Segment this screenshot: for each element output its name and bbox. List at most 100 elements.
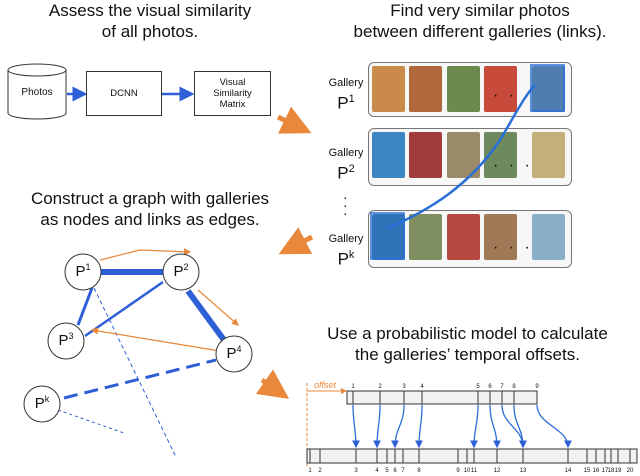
bottom-timeline-label: 14	[565, 468, 572, 474]
gallery-thumbnail[interactable]	[409, 66, 442, 112]
photos-label: Photos	[21, 87, 53, 98]
use-model-heading: Use a probabilistic model to calculate t…	[295, 323, 640, 365]
bottom-timeline-label: 19	[615, 468, 622, 474]
gallery-word: Gallery	[328, 233, 364, 245]
gallery-thumbnail[interactable]	[409, 214, 442, 260]
top-timeline-label: 3	[402, 384, 406, 390]
top-timeline-label: 9	[535, 384, 539, 390]
use-model-heading-line2: the galleries’ temporal offsets.	[355, 345, 580, 364]
flow-arrow-3	[255, 369, 290, 399]
graph-edge-p2-p3	[84, 280, 164, 338]
top-timeline-label: 4	[420, 384, 424, 390]
gallery-thumbnail[interactable]	[447, 66, 480, 112]
top-timeline-label: 7	[500, 384, 504, 390]
bottom-timeline-label: 12	[494, 468, 501, 474]
assess-heading: Assess the visual similarity of all phot…	[0, 0, 300, 42]
ellipsis: · · ·	[493, 157, 533, 174]
find-heading-line1: Find very similar photos	[390, 1, 570, 20]
offset-mapping-arrow	[513, 404, 527, 449]
matrix-label-line3: Matrix	[219, 99, 246, 110]
graph-node-p2-label: P2	[173, 262, 189, 280]
graph-edge-p1-p3	[76, 287, 94, 326]
dcnn-box: DCNN	[86, 71, 162, 116]
gallery-thumbnail[interactable]	[532, 132, 565, 178]
find-heading-line2: between different galleries (links).	[353, 22, 607, 41]
bottom-timeline-label: 20	[627, 468, 634, 474]
similarity-matrix-box: Visual Similarity Matrix	[194, 71, 271, 116]
gallery-label-pk: Gallery Pk	[324, 233, 368, 269]
flow-arrow-2	[278, 227, 314, 255]
offset-mapping-arrow	[536, 404, 572, 449]
reference-timeline-bar	[306, 448, 638, 464]
gallery-thumbnail-selected[interactable]	[372, 214, 405, 260]
top-timeline-label: 6	[488, 384, 492, 390]
gallery-name: P1	[337, 93, 355, 113]
graph-node-p4-label: P4	[226, 344, 242, 362]
bottom-timeline-label: 8	[417, 468, 421, 474]
graph-node-p3-label: P3	[58, 331, 74, 349]
construct-heading-line2: as nodes and links as edges.	[40, 210, 260, 229]
top-timeline-label: 8	[512, 384, 516, 390]
bottom-timeline-label: 18	[608, 468, 615, 474]
bottom-timeline-label: 6	[393, 468, 397, 474]
bottom-timeline-label: 7	[401, 468, 405, 474]
gallery-thumbnail[interactable]	[447, 214, 480, 260]
bottom-timeline-label: 16	[593, 468, 600, 474]
find-heading: Find very similar photos between differe…	[320, 0, 640, 42]
offset-label: offset	[314, 380, 337, 390]
bottom-timeline-label: 2	[318, 468, 322, 474]
gallery-label-p1: Gallery P1	[324, 77, 368, 113]
gallery-row-pk: · · ·	[368, 210, 572, 268]
offset-mapping-arrow	[352, 404, 360, 449]
assess-heading-line2: of all photos.	[101, 22, 199, 41]
offset-mapping-arrow	[391, 404, 405, 449]
gallery-timeline-bar	[346, 390, 538, 405]
graph-orange-arrow-2	[197, 289, 239, 326]
bottom-timeline-label: 9	[456, 468, 460, 474]
offset-mapping-arrow	[489, 404, 501, 449]
bottom-timeline-label: 13	[520, 468, 527, 474]
matrix-label-line2: Similarity	[213, 88, 252, 99]
ellipsis: · · ·	[493, 239, 533, 256]
gallery-name: Pk	[337, 249, 355, 269]
graph-orange-arrow-1	[99, 248, 192, 261]
graph-orange-arrow-3	[90, 327, 227, 353]
top-timeline-label: 2	[378, 384, 382, 390]
graph-node-p1-label: P1	[75, 262, 91, 280]
top-timeline-label: 5	[476, 384, 480, 390]
vertical-ellipsis: ···	[343, 189, 348, 221]
gallery-thumbnail[interactable]	[372, 132, 405, 178]
gallery-row-p2: · · ·	[368, 128, 572, 186]
bottom-timeline-label: 10	[464, 468, 471, 474]
matrix-label-line1: Visual	[219, 77, 246, 88]
gallery-thumbnail-selected[interactable]	[532, 66, 565, 112]
gallery-thumbnail[interactable]	[372, 66, 405, 112]
graph-node-pk-label: Pk	[34, 394, 50, 412]
assess-heading-line1: Assess the visual similarity	[48, 1, 252, 20]
construct-heading: Construct a graph with galleries as node…	[0, 188, 300, 230]
bottom-timeline-label: 15	[584, 468, 591, 474]
offset-mapping-arrow	[470, 404, 479, 449]
gallery-word: Gallery	[328, 147, 364, 159]
bottom-timeline-label: 1	[308, 468, 312, 474]
ellipsis: · · ·	[493, 87, 533, 104]
flow-arrow-1	[276, 106, 312, 134]
gallery-thumbnail[interactable]	[447, 132, 480, 178]
graph-edge-pk-p4	[63, 358, 217, 400]
top-timeline-label: 1	[351, 384, 355, 390]
gallery-row-p1: · · ·	[368, 62, 572, 117]
bottom-timeline-label: 4	[375, 468, 379, 474]
gallery-thumbnail[interactable]	[409, 132, 442, 178]
gallery-name: P2	[337, 163, 355, 183]
gallery-label-p2: Gallery P2	[324, 147, 368, 183]
construct-heading-line1: Construct a graph with galleries	[30, 189, 270, 208]
graph-edge-p1-down	[93, 287, 177, 458]
gallery-thumbnail[interactable]	[532, 214, 565, 260]
graph-edge-p2-p4	[185, 289, 227, 342]
offset-mapping-arrow	[501, 404, 527, 449]
offset-mapping-arrow	[415, 404, 423, 449]
use-model-heading-line1: Use a probabilistic model to calculate	[327, 324, 608, 343]
bottom-timeline-label: 17	[602, 468, 609, 474]
bottom-timeline-label: 5	[385, 468, 389, 474]
